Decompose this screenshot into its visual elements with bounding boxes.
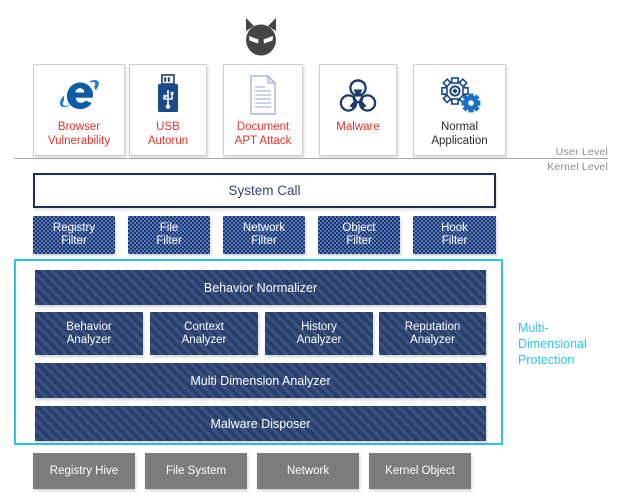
kernel-filter-row: Registry Filter File Filter Network Filt… (33, 216, 496, 254)
usb-drive-icon (156, 70, 180, 120)
malware-disposer-box[interactable]: Malware Disposer (35, 406, 486, 441)
behavior-analyzer-box[interactable]: Behavior Analyzer (35, 312, 143, 355)
protection-label-line1: Multi- (518, 321, 549, 335)
internet-explorer-icon (59, 70, 99, 120)
resource-box-network[interactable]: Network (257, 453, 359, 489)
card-label-line1: Normal (440, 121, 479, 133)
filter-label-line2: Filter (441, 235, 468, 247)
filter-label-line1: Registry (52, 222, 96, 234)
biohazard-icon (337, 70, 379, 120)
resource-box-file-system[interactable]: File System (145, 453, 247, 489)
analyzer-label-line2: Analyzer (296, 333, 342, 346)
multi-dimensional-protection-region: Behavior Normalizer Behavior Analyzer Co… (14, 259, 503, 445)
card-label-line1: USB (156, 121, 180, 133)
card-label-line2: Vulnerability (47, 134, 111, 147)
analyzer-label-line2: Analyzer (410, 333, 455, 346)
filter-label-line1: Network (242, 222, 286, 234)
card-browser-vulnerability[interactable]: Browser Vulnerability (33, 64, 125, 156)
document-icon (246, 70, 280, 120)
level-divider (14, 158, 608, 159)
analyzer-label-line2: Analyzer (66, 333, 112, 346)
history-analyzer-box[interactable]: History Analyzer (265, 312, 373, 355)
card-document-apt-attack[interactable]: Document APT Attack (223, 64, 303, 156)
filter-label-line2: Filter (61, 235, 87, 247)
filter-box-object[interactable]: Object Filter (318, 216, 400, 254)
devil-head-icon (240, 14, 282, 58)
gears-icon (437, 70, 483, 120)
filter-label-line2: Filter (346, 235, 372, 247)
user-level-label: User Level (555, 146, 608, 158)
context-analyzer-box[interactable]: Context Analyzer (150, 312, 258, 355)
multi-dimension-analyzer-box[interactable]: Multi Dimension Analyzer (35, 363, 486, 398)
card-label-line2: Application (431, 134, 488, 147)
analyzer-label-line1: Reputation (404, 320, 461, 333)
kernel-level-label: Kernel Level (547, 161, 608, 173)
filter-label-line1: Object (342, 222, 376, 234)
filter-label-line1: File (159, 222, 179, 234)
analyzer-label-line1: History (301, 320, 337, 333)
filter-box-registry[interactable]: Registry Filter (33, 216, 115, 254)
multi-dimensional-protection-label: Multi- Dimensional Protection (518, 320, 618, 368)
card-label-line2: Autorun (147, 134, 189, 147)
card-malware[interactable]: Malware (319, 64, 397, 156)
card-label-line1: Malware (336, 121, 380, 133)
card-normal-application[interactable]: Normal Application (413, 64, 506, 156)
analyzer-label-line2: Analyzer (181, 333, 227, 346)
card-label-line1: Document (236, 121, 290, 133)
filter-label-line1: Hook (441, 222, 468, 234)
resource-box-registry-hive[interactable]: Registry Hive (33, 453, 135, 489)
filter-box-hook[interactable]: Hook Filter (413, 216, 496, 254)
filter-box-network[interactable]: Network Filter (223, 216, 305, 254)
card-usb-autorun[interactable]: USB Autorun (129, 64, 207, 156)
user-level-cards: Browser Vulnerability (33, 64, 506, 156)
protection-label-line3: Protection (518, 353, 575, 367)
analyzer-label-line1: Behavior (66, 320, 112, 333)
card-label-line1: Browser (57, 121, 101, 133)
filter-label-line2: Filter (156, 235, 182, 247)
system-call-box[interactable]: System Call (33, 173, 496, 208)
card-label-line2: APT Attack (234, 134, 292, 147)
filter-label-line2: Filter (251, 235, 277, 247)
resource-box-kernel-object[interactable]: Kernel Object (369, 453, 471, 489)
filter-box-file[interactable]: File Filter (128, 216, 210, 254)
system-resource-row: Registry Hive File System Network Kernel… (33, 453, 496, 489)
reputation-analyzer-box[interactable]: Reputation Analyzer (379, 312, 486, 355)
protection-label-line2: Dimensional (518, 337, 587, 351)
behavior-normalizer-box[interactable]: Behavior Normalizer (35, 270, 486, 305)
analyzer-label-line1: Context (184, 320, 224, 333)
